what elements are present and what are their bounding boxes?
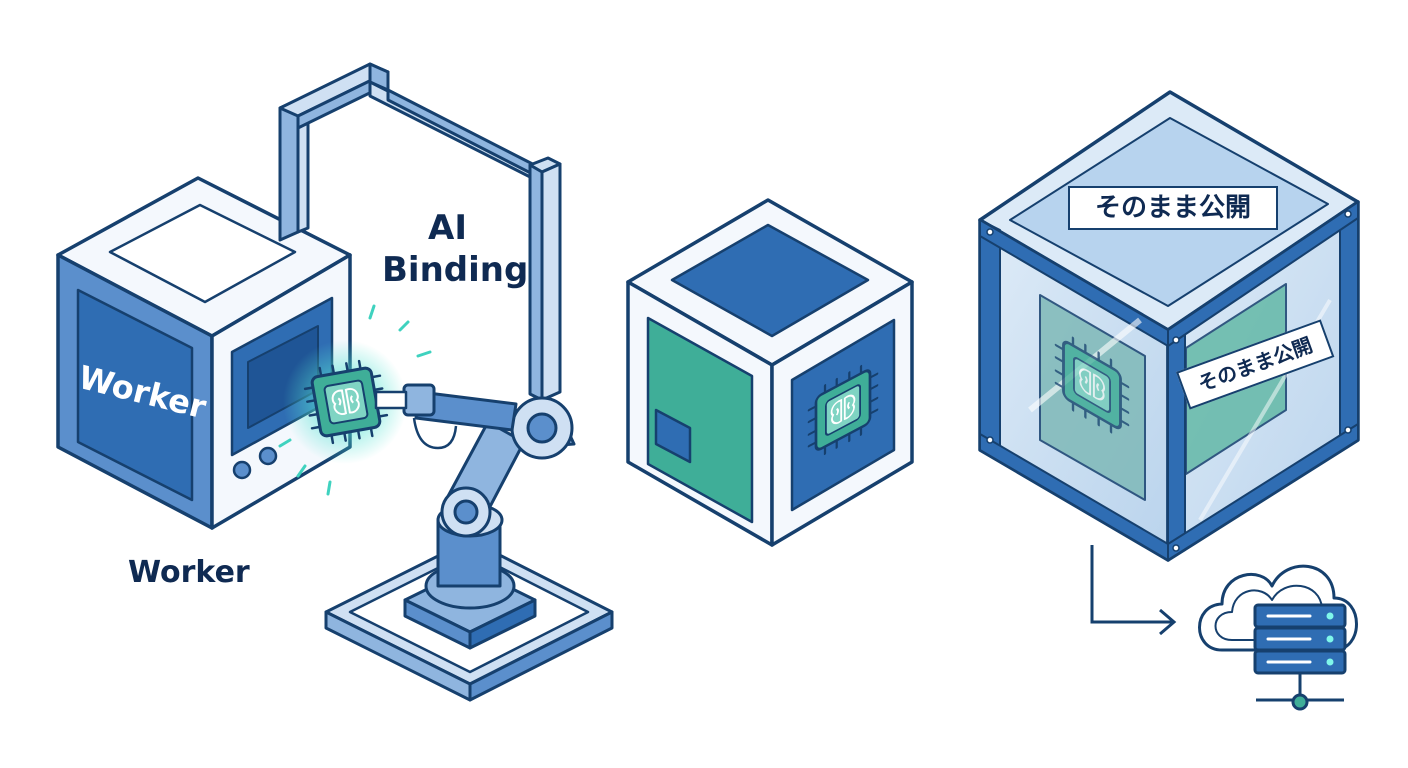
gantry-frame: [278, 62, 562, 402]
arrow-icon: [1090, 545, 1172, 624]
arrow-head: [1159, 608, 1177, 636]
glow-rays: [278, 304, 432, 496]
publish-top-label: そのまま公開: [1068, 186, 1278, 230]
ai-binding-label-line1: AI: [428, 208, 467, 248]
worker-label: Worker: [128, 555, 250, 590]
robot-arm: [324, 383, 614, 702]
ai-binding-label-line2: Binding: [382, 250, 529, 290]
worker-cube: [56, 176, 352, 530]
server-icon: [1253, 603, 1347, 711]
